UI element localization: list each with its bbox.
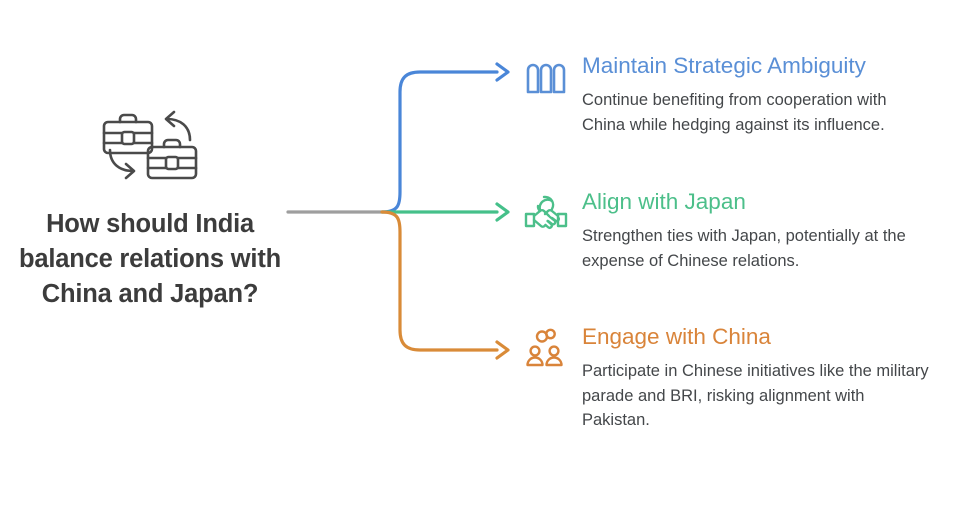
arrowhead-icon-green — [495, 202, 510, 222]
branch-text-block: Align with Japan Strengthen ties with Ja… — [582, 188, 932, 273]
page-title: How should India balance relations with … — [18, 210, 281, 308]
arrowhead-icon-orange — [495, 340, 510, 360]
two-people-connection-icon — [526, 328, 563, 367]
branch-heading: Align with Japan — [582, 189, 746, 214]
root-node: How should India balance relations with … — [10, 105, 290, 312]
branch-heading: Engage with China — [582, 324, 771, 349]
branch-description: Strengthen ties with Japan, potentially … — [582, 227, 906, 270]
arrowhead-icon-blue — [495, 62, 510, 82]
branch-description: Continue benefiting from cooperation wit… — [582, 91, 887, 134]
pillars-icon — [526, 63, 566, 94]
branch-description: Participate in Chinese initiatives like … — [582, 362, 929, 429]
branch-line-engage-with-china — [380, 210, 499, 352]
branch-line-maintain-strategic-ambiguity — [380, 70, 499, 214]
handshake-icon — [524, 195, 568, 229]
briefcase-exchange-icon — [102, 110, 198, 180]
branch-align-with-japan[interactable]: Align with Japan Strengthen ties with Ja… — [524, 188, 932, 273]
branch-heading: Maintain Strategic Ambiguity — [582, 53, 866, 78]
branch-engage-with-china[interactable]: Engage with China Participate in Chinese… — [524, 323, 932, 433]
branch-maintain-strategic-ambiguity[interactable]: Maintain Strategic Ambiguity Continue be… — [524, 52, 932, 137]
branch-text-block: Maintain Strategic Ambiguity Continue be… — [582, 52, 932, 137]
branch-text-block: Engage with China Participate in Chinese… — [582, 323, 932, 433]
